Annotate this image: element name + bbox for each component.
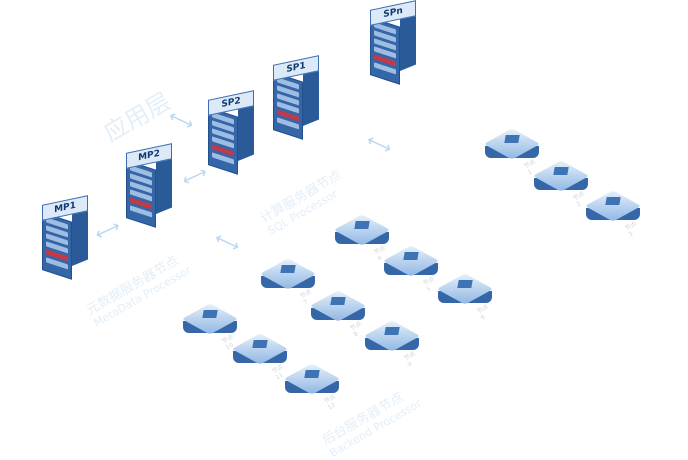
server-rack-icon: MP1 <box>42 195 88 280</box>
node-chip <box>553 167 569 175</box>
backend-node-icon: 节点2 <box>532 160 590 208</box>
backend-node-icon: 节点1 <box>483 128 541 176</box>
server-rack-icon: SP2 <box>208 90 254 175</box>
server-rack-icon: SPn <box>370 0 416 85</box>
server-rack-icon: SP1 <box>273 55 319 140</box>
backend-node-icon: 节点7 <box>259 258 317 306</box>
node-chip <box>403 252 419 260</box>
backend-node-icon: 节点8 <box>309 290 367 338</box>
node-chip <box>504 135 520 143</box>
server-rack-icon: MP2 <box>126 143 172 228</box>
bidirectional-arrow-icon: ⟷ <box>178 161 211 192</box>
node-chip <box>354 221 370 229</box>
backend-node-icon: 节点9 <box>363 320 421 368</box>
node-label: 节点9 <box>402 350 417 369</box>
node-label: 节点12 <box>322 393 337 412</box>
node-chip <box>202 310 218 318</box>
bidirectional-arrow-icon: ⟷ <box>91 215 124 246</box>
bidirectional-arrow-icon: ⟷ <box>210 227 244 258</box>
backend-node-icon: 节点12 <box>283 363 341 411</box>
backend-node-icon: 节点11 <box>231 333 289 381</box>
backend-node-icon: 节点5 <box>382 245 440 293</box>
node-chip <box>252 340 268 348</box>
rack-front <box>42 212 72 280</box>
node-chip <box>280 265 296 273</box>
node-label: 节点3 <box>623 220 638 239</box>
rack-front <box>370 17 400 85</box>
node-chip <box>605 197 621 205</box>
node-label: 节点6 <box>475 303 490 322</box>
node-chip <box>384 327 400 335</box>
node-chip <box>330 297 346 305</box>
rack-front <box>273 72 303 140</box>
backend-node-icon: 节点3 <box>584 190 642 238</box>
rack-front <box>208 107 238 175</box>
rack-front <box>126 160 156 228</box>
backend-node-icon: 节点6 <box>436 273 494 321</box>
bidirectional-arrow-icon: ⟷ <box>362 129 396 160</box>
bidirectional-arrow-icon: ⟷ <box>164 105 198 136</box>
backend-node-icon: 节点4 <box>333 214 391 262</box>
backend-node-icon: 节点10 <box>181 303 239 351</box>
app-layer-label: 应用层 <box>99 87 176 148</box>
node-chip <box>304 370 320 378</box>
node-chip <box>457 280 473 288</box>
